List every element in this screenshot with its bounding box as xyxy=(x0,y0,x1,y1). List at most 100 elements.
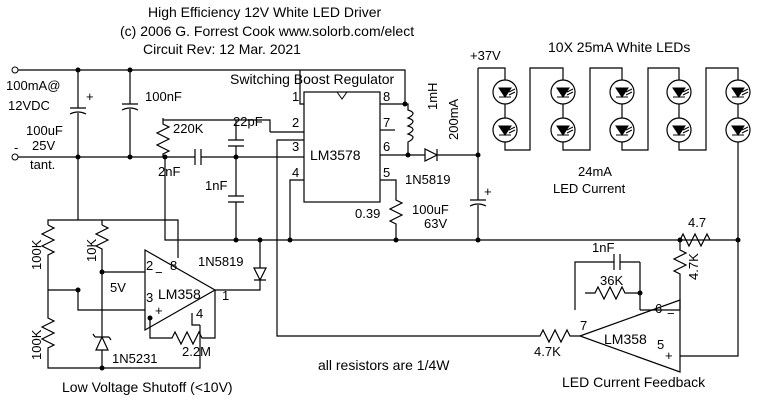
resistor-4-7k-a xyxy=(276,139,580,344)
white-led xyxy=(725,79,751,105)
lm3578-notch xyxy=(336,91,348,100)
resistor-4-7-label: 4.7 xyxy=(688,215,706,230)
resistor-36k-label: 36K xyxy=(600,273,623,288)
lm3578-pin-3: 3 xyxy=(292,139,299,154)
cap-100nf-label: 100nF xyxy=(145,89,182,104)
title: High Efficiency 12V White LED Driver xyxy=(148,4,381,20)
resistor-4-7k-b xyxy=(672,240,688,290)
led-array xyxy=(478,67,751,240)
shutoff-caption: Low Voltage Shutoff (<10V) xyxy=(62,379,233,395)
inductor-1mh xyxy=(405,103,414,155)
resistor-4-7k-b-label: 4.7K xyxy=(686,253,701,280)
resistor-100k-b-label: 100K xyxy=(29,329,44,360)
lm3578-pin-5: 5 xyxy=(383,165,390,180)
lm3578-pin-7: 7 xyxy=(383,115,390,130)
out-cap-voltage: 63V xyxy=(424,216,447,231)
resistor-sense-label: 0.39 xyxy=(355,206,380,221)
input-capacitor xyxy=(69,70,87,157)
inductor-200ma-label: 200mA xyxy=(446,98,461,140)
resistor-100k-a xyxy=(40,224,56,290)
opamp-feedback-pin-5: 5 xyxy=(657,337,664,352)
regulator-title: Switching Boost Regulator xyxy=(230,71,395,87)
opamp-shutoff-chip: LM358 xyxy=(158,286,201,302)
resistor-2-2m-label: 2.2M xyxy=(182,344,211,359)
capacitor-1nf-a xyxy=(228,157,244,240)
opamp-shutoff-pin-2: 2 xyxy=(146,258,153,273)
resistor-note: all resistors are 1/4W xyxy=(318,357,450,373)
diode-1n5819-a-label: 1N5819 xyxy=(405,172,451,187)
resistor-10k-label: 10K xyxy=(84,239,99,262)
opamp-shutoff-pin-4: 4 xyxy=(196,306,203,321)
resistor-sense xyxy=(380,179,404,240)
opamp-shutoff-pin-3: 3 xyxy=(146,290,153,305)
cap-1nf-a-label: 1nF xyxy=(205,178,227,193)
opamp-shutoff-minus: − xyxy=(155,265,163,280)
white-led xyxy=(609,79,635,105)
resistor-4-7k-a-label: 4.7K xyxy=(534,344,561,359)
opamp-feedback-pin-7: 7 xyxy=(580,318,587,333)
white-led xyxy=(725,117,751,143)
white-led xyxy=(666,79,692,105)
opamp-shutoff xyxy=(144,248,217,332)
revision: Circuit Rev: 12 Mar. 2021 xyxy=(143,41,301,57)
white-led xyxy=(492,79,518,105)
input-plus-terminal xyxy=(11,66,19,74)
label-5v: 5V xyxy=(110,280,126,295)
opamp-feedback-minus: − xyxy=(667,306,675,321)
input-plus-sign: + xyxy=(86,89,94,104)
resistor-2-2m xyxy=(149,290,216,346)
white-led xyxy=(492,117,518,143)
cap-1nf-b-label: 1nF xyxy=(592,240,614,255)
input-cap-type: tant. xyxy=(30,157,55,172)
input-voltage-label: 12VDC xyxy=(8,98,50,113)
capacitor-1nf-b xyxy=(574,254,640,310)
diode-1n5819-b-label: 1N5819 xyxy=(198,254,244,269)
input-cap-value: 100uF xyxy=(26,123,63,138)
input-cap-voltage: 25V xyxy=(32,138,55,153)
opamp-shutoff-plus: + xyxy=(155,303,163,318)
resistor-220k xyxy=(155,118,171,157)
led-current-label: LED Current xyxy=(553,181,626,196)
opamp-feedback-plus: + xyxy=(665,348,673,363)
white-led xyxy=(550,117,576,143)
resistor-220k-label: 220K xyxy=(173,121,204,136)
resistor-36k xyxy=(585,285,640,301)
feedback-caption: LED Current Feedback xyxy=(562,374,706,390)
diode-1n5819-a xyxy=(424,148,478,162)
zener-1n5231 xyxy=(92,272,112,368)
out-cap-value: 100uF xyxy=(412,202,449,217)
cap-22pf-label: 22pF xyxy=(233,114,263,129)
lm3578-chip xyxy=(303,91,381,203)
lm3578-pin-1: 1 xyxy=(292,89,299,104)
capacitor-22pf xyxy=(228,120,244,157)
led-title: 10X 25mA White LEDs xyxy=(548,39,690,55)
lm3578-pin-4: 4 xyxy=(292,165,299,180)
zener-label: 1N5231 xyxy=(112,351,158,366)
out-cap-plus: + xyxy=(484,184,492,199)
opamp-feedback-pin-6: 6 xyxy=(655,301,662,316)
resistor-10k xyxy=(94,224,145,273)
output-capacitor xyxy=(469,155,487,240)
lm3578-label: LM3578 xyxy=(310,147,361,163)
white-led xyxy=(550,79,576,105)
vout-label: +37V xyxy=(470,48,501,63)
lm3578-pin-2: 2 xyxy=(292,115,299,130)
input-minus-sign: - xyxy=(14,140,18,155)
opamp-feedback-chip: LM358 xyxy=(604,331,647,347)
inductor-1mh-label: 1mH xyxy=(425,83,440,110)
copyright: (c) 2006 G. Forrest Cook www.solorb.com/… xyxy=(120,23,414,39)
opamp-shutoff-pin-8: 8 xyxy=(170,258,177,273)
lm3578-pin-8: 8 xyxy=(383,89,390,104)
white-led xyxy=(609,117,635,143)
resistor-100k-a-label: 100K xyxy=(29,239,44,270)
white-led xyxy=(666,117,692,143)
resistor-100k-b xyxy=(40,290,201,369)
capacitor-100nf xyxy=(121,70,139,157)
opamp-shutoff-pin-1: 1 xyxy=(222,288,229,303)
diode-1n5819-b xyxy=(253,240,267,282)
resistor-4-7 xyxy=(679,232,711,248)
input-supply-label: 100mA@ xyxy=(6,78,60,93)
led-current-value: 24mA xyxy=(578,164,612,179)
lm3578-pin-6: 6 xyxy=(383,139,390,154)
opamp-feedback xyxy=(578,299,681,373)
